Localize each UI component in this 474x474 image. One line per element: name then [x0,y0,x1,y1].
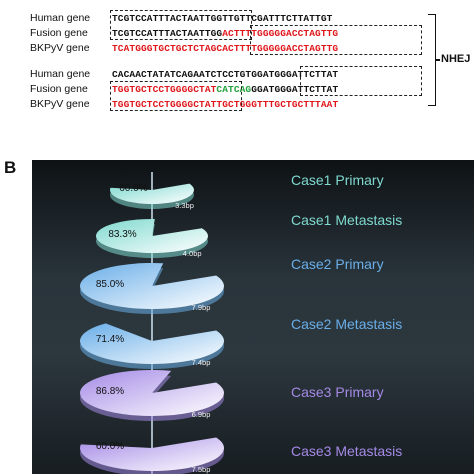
panel-b-label: B [4,158,17,177]
percent-label-1: 60.0% [119,183,148,194]
nhej-label: NHEJ [441,53,471,65]
nhej-bracket-tick [436,59,440,61]
label-human-gene-1: Human gene [30,12,91,24]
length-label-5: 6.9bp [191,410,211,420]
percent-label-5: 86.8% [95,386,125,397]
seq-human-gene-2: CACAACTATATCAGAATCTCCTGTGGATGGGATTCTTAT [112,69,338,80]
seq-fusion-1-part1: TCGTCCATTTACTAATTGG [112,28,223,39]
seq-fusion-gene-2: TGGTGCTCCTGGGGCTATCATCAGGGATGGGATTCTTAT [112,84,338,95]
seq-human-2-part2: TGGATGGGATTCTTAT [245,69,339,80]
seq-bkpyv-1-part1: TCATGGGTGCTGCTCTAGC [112,43,223,54]
length-label-6: 7.5bp [191,465,211,474]
disc-slice-2 [96,219,208,253]
seq-bkpyv-gene-1: TCATGGGTGCTGCTCTAGCACTTTTGGGGGACCTAGTTG [112,43,338,54]
seq-fusion-2-insert: CATCAG [216,84,252,95]
case-label-6: Case3 Metastasis [291,443,403,459]
disc-slice-4 [80,323,225,364]
seq-fusion-gene-1: TCGTCCATTTACTAATTGGACTTTTGGGGGACCTAGTTG [112,28,338,39]
label-human-gene-2: Human gene [30,68,91,80]
dashed-box-human-match-2 [300,66,422,96]
seq-bkpyv-1-part2: ACTTTTGGGGGACCTAGTTG [222,43,339,54]
length-label-4: 7.4bp [191,358,211,368]
case-label-2: Case1 Metastasis [291,212,403,228]
label-bkpyv-gene-2: BKPyV gene [30,98,90,110]
dashed-box-human-match-1 [110,10,252,40]
label-fusion-gene-1: Fusion gene [30,27,88,39]
dashed-box-viral-match-1 [250,25,422,55]
seq-fusion-1-part2: ACTTTTGGGGGACCTAGTTG [222,28,339,39]
seq-fusion-2-part2: GGATGGGATTCTTAT [251,84,339,95]
seq-fusion-2-part1: TGGTGCTCCTGGGGCTAT [112,84,217,95]
seq-bkpyv-2-part2: TGCTGGGTTTGCTGCTTTAAT [216,99,339,110]
case-label-1: Case1 Primary [291,172,384,188]
disc-slice-6 [79,437,225,471]
panel-b-background [32,160,474,474]
dashed-box-viral-match-2 [110,81,242,111]
case-label-5: Case3 Primary [291,384,384,400]
disc-slice-3 [80,263,225,309]
spiral-chart [79,172,225,474]
seq-human-gene-1: TCGTCCATTTACTAATTGGTTGTTCGATTTCTTATTGT [112,13,332,24]
percent-label-4: 71.4% [95,334,125,345]
length-label-3: 7.9bp [191,303,211,313]
seq-human-2-part1: CACAACTATATCAGAATCTCCTG [112,69,246,80]
label-fusion-gene-2: Fusion gene [30,83,88,95]
case-label-3: Case2 Primary [291,256,384,272]
percent-label-3: 85.0% [95,279,125,290]
case-label-4: Case2 Metastasis [291,316,403,332]
percent-label-6: 60.0% [95,441,125,452]
seq-bkpyv-2-part1: TGGTGCTCCTGGGGCTAT [112,99,217,110]
seq-human-1-part1: TCGTCCATTTACTAATTGG [112,13,223,24]
disc-slice-1 [110,183,194,204]
length-label-1: 3.3bp [175,200,194,210]
percent-label-2: 83.3% [108,229,137,240]
seq-human-1-part2: TTGTTCGATTTCTTATTGT [222,13,333,24]
length-label-2: 4.0bp [182,248,202,258]
label-bkpyv-gene-1: BKPyV gene [30,42,90,54]
nhej-bracket [428,14,436,106]
disc-slice-5 [80,370,224,416]
seq-bkpyv-gene-2: TGGTGCTCCTGGGGCTATTGCTGGGTTTGCTGCTTTAAT [112,99,338,110]
